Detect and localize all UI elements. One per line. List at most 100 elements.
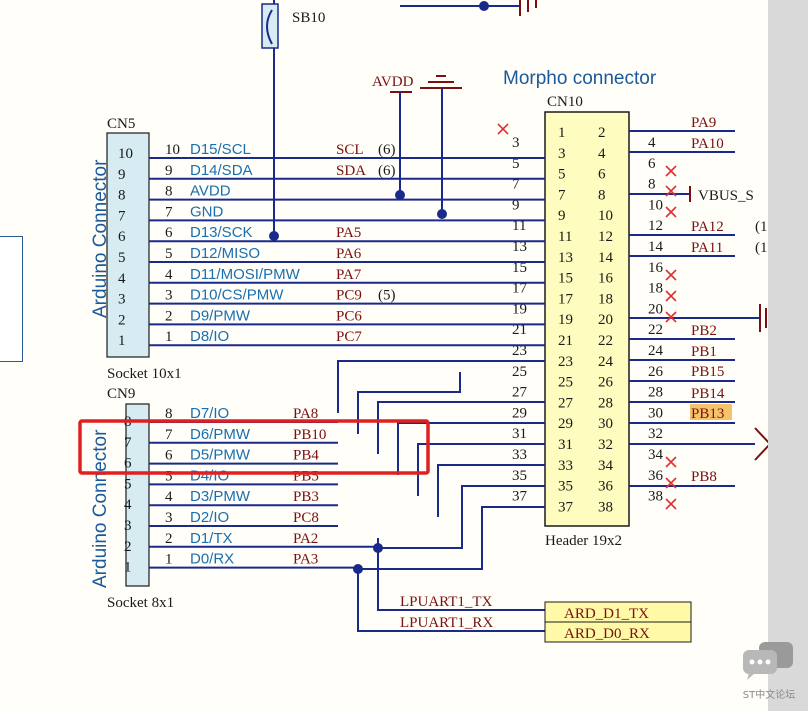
junction-pa2 bbox=[373, 543, 383, 553]
cn10-outer-21: 21 bbox=[512, 322, 527, 338]
cn10-outer-23: 23 bbox=[512, 343, 527, 359]
cn5-signal-2: D9/PMW bbox=[190, 307, 251, 324]
cn10-pin-32: 32 bbox=[598, 437, 613, 453]
cn10-pin-1: 1 bbox=[558, 125, 566, 141]
cn9-net-6: PB4 bbox=[293, 448, 319, 464]
junction-pa3 bbox=[353, 564, 363, 574]
junction-avdd bbox=[395, 190, 405, 200]
cn10-pin-5: 5 bbox=[558, 167, 566, 183]
cn5-pin-4: 4 bbox=[165, 267, 173, 283]
cn5-pin-1: 1 bbox=[165, 329, 173, 345]
cn9-ref: CN9 bbox=[107, 386, 135, 402]
cn9-net-4: PB3 bbox=[293, 489, 319, 505]
cn5-net-3: PC9 bbox=[336, 288, 362, 304]
cn9-title: Arduino Connector bbox=[90, 429, 111, 588]
port-ard-d1-tx-label: ARD_D1_TX bbox=[564, 606, 649, 622]
annot-pa12: (1 bbox=[755, 219, 768, 235]
no-connect-markers bbox=[497, 123, 677, 510]
cn10-pin-22: 22 bbox=[598, 333, 613, 349]
cn9-signal-5: D4/IO bbox=[190, 467, 229, 484]
chat-bubble-icon[interactable] bbox=[743, 642, 795, 680]
cn5-pin-8: 8 bbox=[165, 184, 173, 200]
cn10-pin-33: 33 bbox=[558, 458, 573, 474]
cn10-pin-36: 36 bbox=[598, 479, 614, 495]
cn5-inner-pin-7: 7 bbox=[118, 208, 126, 224]
net-pa12: PA12 bbox=[691, 219, 724, 235]
net-pb15: PB15 bbox=[691, 364, 724, 380]
cn10-pin-29: 29 bbox=[558, 416, 573, 432]
cn10-pin-20: 20 bbox=[598, 312, 613, 328]
cn10-pin-numbers: 1357911131517192123252729313335372468101… bbox=[558, 125, 614, 515]
cn10-pin-11: 11 bbox=[558, 229, 572, 245]
cn9-signal-8: D7/IO bbox=[190, 405, 229, 422]
cn9-signal-7: D6/PMW bbox=[190, 426, 251, 443]
cn9-net-1: PA3 bbox=[293, 552, 318, 568]
annot-sda: (6) bbox=[378, 163, 396, 179]
cn5-signal-9: D14/SDA bbox=[190, 162, 253, 179]
net-pb1: PB1 bbox=[691, 344, 717, 360]
cn10-pin-3: 3 bbox=[558, 146, 566, 162]
cn10-pin-26: 26 bbox=[598, 375, 614, 391]
forum-label: ST中文论坛 bbox=[742, 690, 796, 701]
cn10-pin-16: 16 bbox=[598, 271, 614, 287]
cn5-inner-pin-5: 5 bbox=[118, 250, 126, 266]
cn10-body bbox=[544, 111, 630, 527]
cn5-pin-10: 10 bbox=[165, 142, 180, 158]
cn10-pin-34: 34 bbox=[598, 458, 614, 474]
port-ard-d0-rx-label: ARD_D0_RX bbox=[564, 626, 650, 642]
ground-symbol-right bbox=[759, 304, 767, 332]
cn10-outer-19: 19 bbox=[512, 301, 527, 317]
cn10-outer-22: 22 bbox=[648, 322, 663, 338]
net-vbus: VBUS_S bbox=[698, 188, 754, 204]
cn10-outer-34: 34 bbox=[648, 447, 664, 463]
cn5-signal-10: D15/SCL bbox=[190, 141, 251, 158]
highlight-box bbox=[78, 419, 430, 475]
net-pb8: PB8 bbox=[691, 469, 717, 485]
cn9-inner-pin-1: 1 bbox=[124, 560, 132, 576]
cn10-outer-8: 8 bbox=[648, 177, 656, 193]
cn10-outer-31: 31 bbox=[512, 426, 527, 442]
avdd-label: AVDD bbox=[372, 74, 414, 90]
left-edge-panel bbox=[0, 236, 23, 362]
net-pb14: PB14 bbox=[691, 386, 725, 402]
cn10-outer-29: 29 bbox=[512, 405, 527, 421]
junction-top bbox=[479, 1, 489, 11]
right-net-labels: PA9 PA10 VBUS_S PA12 PA11 (1 (1 PB2 PB1 … bbox=[690, 115, 768, 485]
cn10-outer-27: 27 bbox=[512, 385, 528, 401]
cn10-pin-37: 37 bbox=[558, 499, 574, 515]
cn9-body bbox=[125, 403, 150, 587]
sb10-label: SB10 bbox=[292, 10, 325, 26]
cn5-pin-7: 7 bbox=[165, 204, 173, 220]
cn5-pin-6: 6 bbox=[165, 225, 173, 241]
net-pa11: PA11 bbox=[691, 240, 723, 256]
cn9-pin-4: 4 bbox=[165, 489, 173, 505]
cn10-ref: CN10 bbox=[547, 94, 583, 110]
cn5-pin-5: 5 bbox=[165, 246, 173, 262]
net-pb2: PB2 bbox=[691, 323, 717, 339]
cn10-pin-10: 10 bbox=[598, 208, 613, 224]
junction-gnd bbox=[437, 209, 447, 219]
cn5-pin-9: 9 bbox=[165, 163, 173, 179]
net-pa10: PA10 bbox=[691, 136, 724, 152]
cn10-pin-19: 19 bbox=[558, 312, 573, 328]
cn10-pin-6: 6 bbox=[598, 167, 606, 183]
cn10-outer-38: 38 bbox=[648, 489, 663, 505]
cn5-net-1: PC7 bbox=[336, 329, 362, 345]
cn5-ref: CN5 bbox=[107, 116, 135, 132]
cn10-pin-7: 7 bbox=[558, 187, 566, 203]
cn9-inner-pin-3: 3 bbox=[124, 518, 132, 534]
cn10-footer: Header 19x2 bbox=[545, 533, 622, 549]
cn5-net-4: PA7 bbox=[336, 267, 362, 283]
scrollbar[interactable] bbox=[768, 0, 808, 711]
cn10-outer-30: 30 bbox=[648, 405, 663, 421]
cn9-net-5: PB5 bbox=[293, 468, 319, 484]
lpuart-tx-label: LPUART1_TX bbox=[400, 594, 493, 610]
cn10-outer-25: 25 bbox=[512, 364, 527, 380]
forum-widget[interactable]: ST中文论坛 bbox=[736, 642, 802, 701]
cn10-outer-32: 32 bbox=[648, 426, 663, 442]
cn10-outer-37: 37 bbox=[512, 489, 528, 505]
port-ard-d0-rx bbox=[544, 621, 692, 643]
cn10-pin-28: 28 bbox=[598, 395, 613, 411]
cn5-signal-3: D10/CS/PMW bbox=[190, 287, 284, 304]
cn9-signal-6: D5/PMW bbox=[190, 447, 251, 464]
